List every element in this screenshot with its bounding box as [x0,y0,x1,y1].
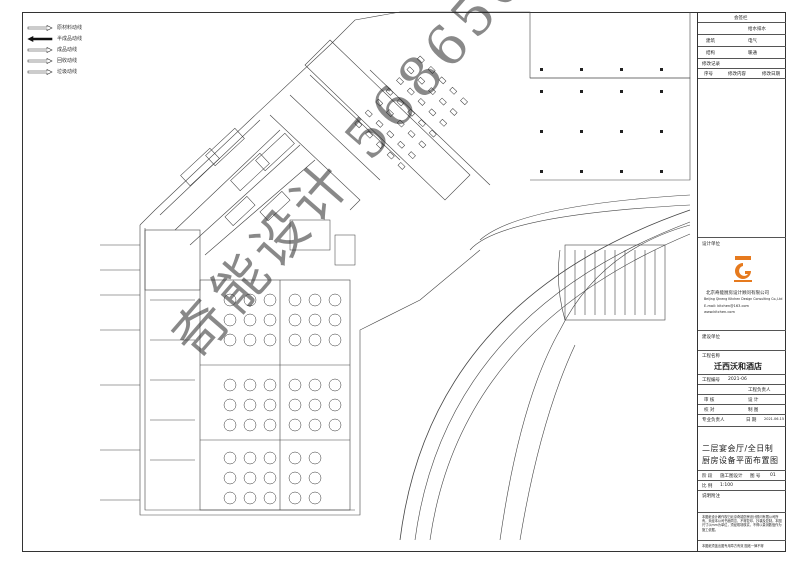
company-logo-icon [734,256,752,282]
project-name: 迁西沃和酒店 [714,362,762,371]
legend-item: 原材料动线 [27,22,117,33]
legend-label: 原材料动线 [57,25,83,31]
drawing-frame [22,12,786,552]
legend-item: 回收动线 [27,55,117,66]
role-label: 工程负责人 [748,388,771,393]
drawing-date: 2021.06.15 [764,417,785,421]
company-name: 北京奇能厨房设计顾问有限公司 [706,291,769,296]
project-no-label: 工程编号 [702,378,720,383]
stage-label: 阶 段 [702,474,713,479]
hollow-arrow-icon [27,57,53,64]
role-label: 校 对 [704,408,715,413]
company-web: www.kitchen.com [704,310,735,314]
sheet-no-label: 图 号 [750,474,761,479]
sign-row-right: 暖通 [748,51,757,56]
notes-label: 说明附注 [702,494,720,499]
revision-label: 修改记录 [702,62,720,67]
company-en: Beijing Qineng Kitchen Design Consulting… [704,297,783,301]
role-label: 日 期 [746,418,757,423]
role-label: 制 图 [748,408,759,413]
legend-label: 垃圾动线 [57,69,78,75]
sign-row-left: 结构 [706,51,715,56]
legend-label: 半成品动线 [57,36,83,42]
legend-item: 垃圾动线 [27,66,117,77]
design-unit-label: 设计单位 [702,242,720,247]
footer-note: 本图纸须盖出图专用章方有效 图纸一律不得 [702,544,764,548]
legend-label: 回收动线 [57,58,78,64]
revision-col: 修改内容 [728,72,746,77]
sign-row-right: 给水排水 [748,27,766,32]
scale-value: 1:100 [720,483,733,488]
solid-arrow-icon [27,35,53,42]
role-label: 审 核 [704,398,715,403]
stage-value: 施工图设计 [720,474,743,479]
owner-label: 建设单位 [702,335,720,340]
role-label: 专业负责人 [702,418,725,423]
flow-legend: 原材料动线 半成品动线 成品动线 回收动线 垃圾动线 [27,22,117,88]
revision-col: 修改日期 [762,72,780,77]
role-label: 设 计 [748,398,759,403]
drawing-title-line1: 二层宴会厅/全日制 [702,444,774,453]
sign-row-left: 建筑 [706,39,715,44]
hollow-arrow-icon [27,46,53,53]
notes-text: 本图纸设计著作权归北京奇能厨房设计顾问有限公司所有，未经本公司书面同意，不得复印… [702,515,782,532]
legend-item: 半成品动线 [27,33,117,44]
company-email: E-mail: kitchen@163.com [704,304,749,308]
project-label: 工程名称 [702,354,720,359]
sheet-no: 01 [770,473,776,478]
legend-label: 成品动线 [57,47,78,53]
hollow-arrow-icon [27,68,53,75]
countersign-header: 会签栏 [734,16,748,21]
sign-row-right: 电气 [748,39,757,44]
curved-facade [399,209,691,541]
revision-col: 序号 [704,72,713,77]
drawing-title-line2: 厨房设备平面布置图 [702,456,779,465]
legend-item: 成品动线 [27,44,117,55]
building-outline [139,11,691,226]
hollow-arrow-icon [27,24,53,31]
scale-label: 比 例 [702,484,713,489]
project-no: 2021-06 [728,377,747,382]
title-block: 会签栏 给水排水 建筑 电气 结构 暖通 修改记录 序号 修改内容 修改日期 设… [697,12,786,552]
